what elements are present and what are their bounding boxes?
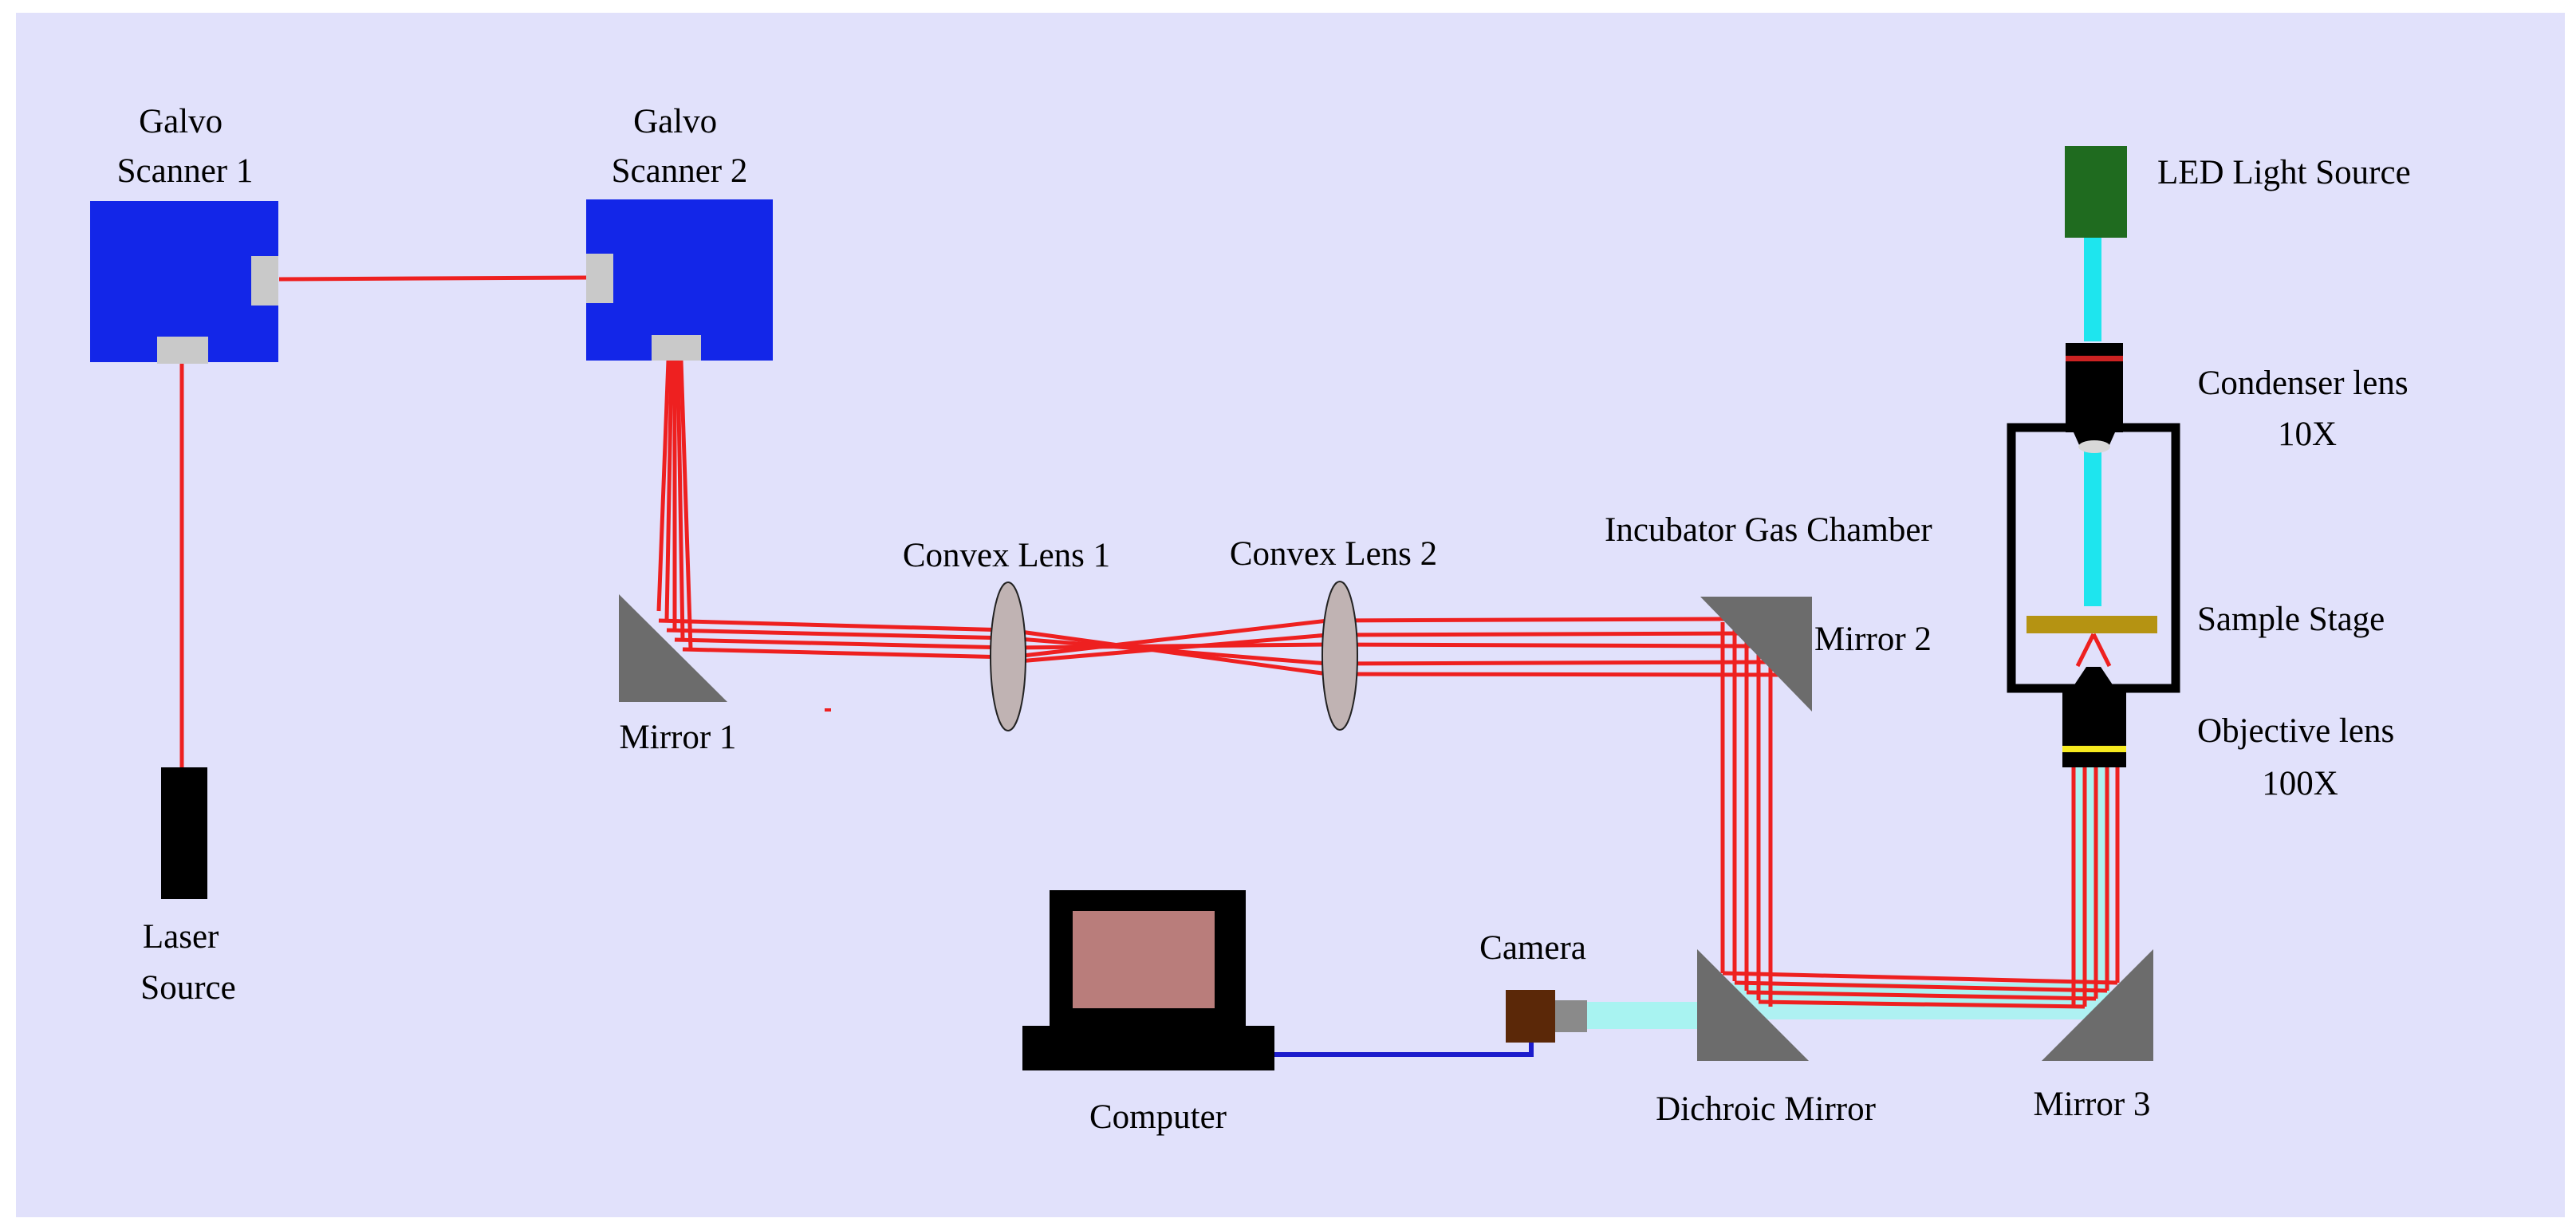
label-mirror-1: Mirror 1 [620,719,737,756]
galvo-scanner-1 [90,201,278,364]
label-sample-stage: Sample Stage [2197,601,2385,638]
label-led-light-source: LED Light Source [2157,154,2411,191]
label-condenser-lens: Condenser lens 10X [2198,365,2417,453]
label-dichroic-mirror: Dichroic Mirror [1656,1090,1876,1128]
label-mirror-3: Mirror 3 [2034,1086,2151,1123]
label-galvo-scanner-1: Galvo Scanner 1 [117,103,254,190]
laser-stray-mark [825,708,831,712]
label-incubator-gas-chamber: Incubator Gas Chamber [1605,511,1932,549]
mirror-3 [2042,949,2153,1061]
sample-stage [2027,616,2157,633]
diagram-background [16,13,2565,1217]
label-laser-source: Laser Source [140,918,235,1007]
laser-source [161,767,207,899]
convex-lens-1 [990,581,1026,731]
mirror-1 [619,594,727,702]
camera [1506,990,1587,1043]
convex-lens-2 [1321,581,1358,731]
dichroic-mirror [1697,949,1809,1061]
laser-beams [179,275,2120,1009]
label-mirror-2: Mirror 2 [1814,621,1932,658]
label-galvo-scanner-2: Galvo Scanner 2 [612,103,748,190]
label-convex-lens-2: Convex Lens 2 [1230,535,1437,573]
led-beam [2084,238,2101,606]
led-light-source [2065,146,2127,238]
camera-computer-cable [1274,1043,1534,1057]
label-convex-lens-1: Convex Lens 1 [903,537,1110,574]
label-camera: Camera [1479,929,1586,967]
computer [1022,890,1274,1070]
condenser-lens [2066,343,2123,453]
galvo-scanner-2 [586,199,773,361]
label-objective-lens: Objective lens 100X [2197,712,2403,802]
label-computer: Computer [1089,1098,1227,1136]
objective-lens [2062,667,2126,767]
mirror-2 [1700,597,1812,712]
